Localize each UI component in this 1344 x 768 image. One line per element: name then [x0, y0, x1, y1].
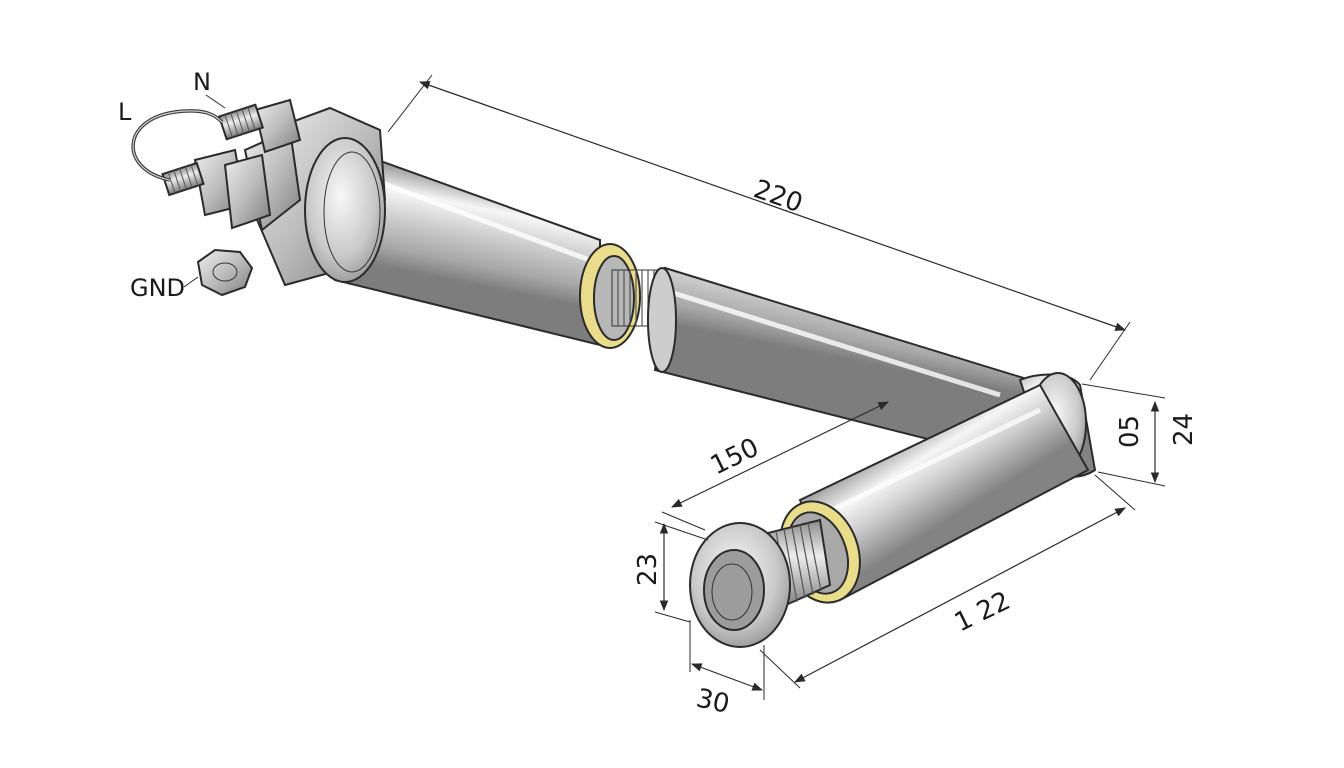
- ground-nut: [196, 248, 254, 297]
- terminal-stud-l: [161, 148, 272, 230]
- dim-label-24: 24: [1169, 413, 1199, 446]
- dimension-fitting-diameter: 23: [633, 521, 709, 623]
- dim-label-220: 220: [750, 174, 807, 219]
- dim-label-23: 23: [633, 553, 663, 586]
- end-fitting: [689, 518, 832, 648]
- main-tube: [333, 148, 1052, 472]
- cutaway-section: [579, 243, 677, 373]
- label-terminal-n: N: [193, 68, 211, 96]
- label-terminal-gnd: GND: [130, 274, 185, 302]
- dimension-tube-diameter: 05 24: [1081, 383, 1199, 487]
- dim-label-150: 150: [706, 433, 764, 482]
- terminal-head: [131, 98, 387, 287]
- dim-label-30: 30: [694, 684, 733, 720]
- dimension-fitting-width: 30: [689, 620, 765, 720]
- dim-label-1-22: 1 22: [950, 586, 1015, 638]
- label-terminal-l: L: [118, 98, 132, 126]
- dim-label-05: 05: [1115, 415, 1145, 448]
- terminal-stud-n: [217, 98, 302, 154]
